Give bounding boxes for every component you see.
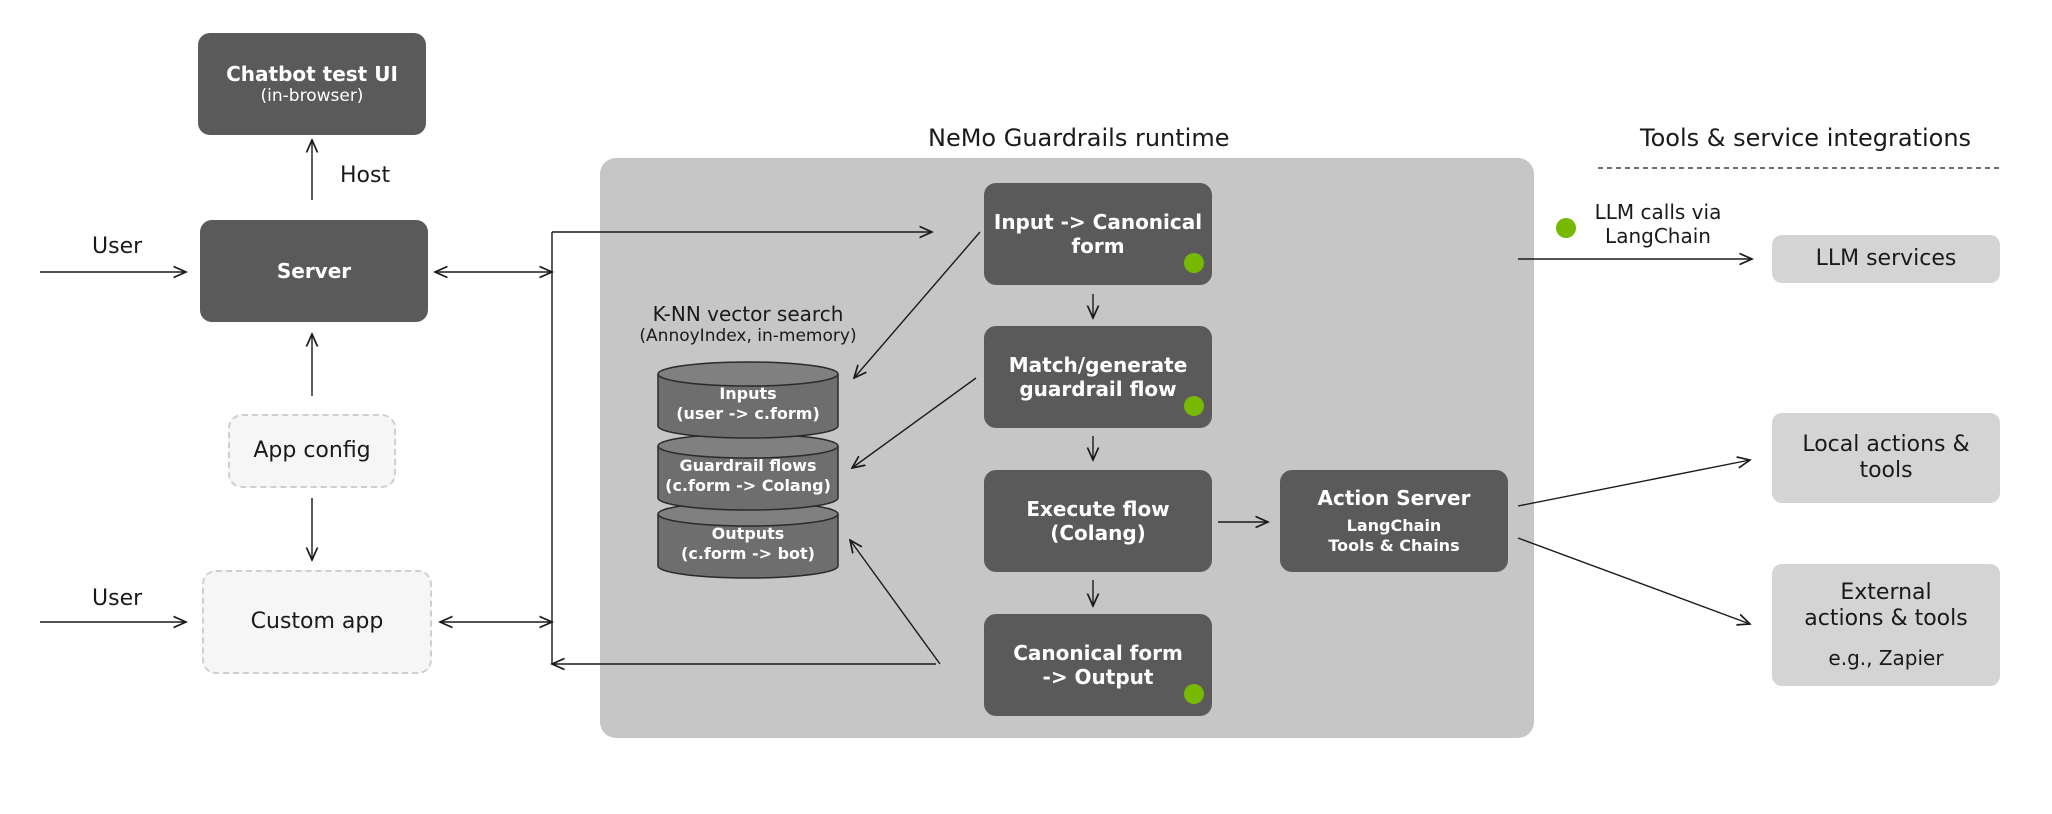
- step4-line2: -> Output: [1042, 665, 1154, 689]
- green-dot-icon: [1184, 253, 1204, 273]
- db-outputs-line1: Outputs: [711, 524, 785, 543]
- step2-line2: guardrail flow: [1019, 377, 1177, 401]
- action-server-line1: LangChain: [1346, 516, 1442, 535]
- step3-line1: Execute flow: [1026, 497, 1170, 521]
- user-label-top: User: [92, 234, 143, 259]
- app-config-label: App config: [253, 438, 371, 463]
- knn-subtitle-text: (AnnoyIndex, in-memory): [639, 326, 857, 346]
- db-outputs-label: Outputs (c.form -> bot): [658, 524, 838, 564]
- knn-title: K-NN vector search (AnnoyIndex, in-memor…: [600, 302, 896, 347]
- llm-services-box: LLM services: [1772, 235, 2000, 283]
- app-config-box: App config: [228, 414, 396, 488]
- tools-title: Tools & service integrations: [1640, 124, 1972, 152]
- custom-app-box: Custom app: [202, 570, 432, 674]
- external-line1: External: [1840, 580, 1932, 605]
- green-dot-icon: [1184, 396, 1204, 416]
- llm-calls-label: LLM calls via LangChain: [1578, 200, 1738, 248]
- llm-calls-line2: LangChain: [1605, 224, 1711, 248]
- action-server-title: Action Server: [1317, 486, 1471, 510]
- action-server-line2: Tools & Chains: [1328, 536, 1460, 555]
- llm-services-label: LLM services: [1815, 246, 1957, 271]
- step-match-generate: Match/generate guardrail flow: [984, 326, 1212, 428]
- local-line2: tools: [1859, 458, 1913, 483]
- step1-line2: form: [1071, 234, 1125, 258]
- custom-app-label: Custom app: [250, 609, 384, 634]
- step3-line2: (Colang): [1050, 521, 1146, 545]
- db-inputs-line1: Inputs: [719, 384, 777, 403]
- external-line2: actions & tools: [1804, 606, 1968, 631]
- llm-calls-line1: LLM calls via: [1594, 200, 1722, 224]
- db-inputs-line2: (user -> c.form): [676, 404, 820, 423]
- db-flows-line2: (c.form -> Colang): [665, 476, 831, 495]
- chatbot-test-ui-box: Chatbot test UI (in-browser): [198, 33, 426, 135]
- server-label: Server: [276, 259, 352, 283]
- user-label-bottom: User: [92, 586, 143, 611]
- chatbot-subtitle: (in-browser): [260, 85, 364, 106]
- local-actions-box: Local actions & tools: [1772, 413, 2000, 503]
- step-input-canonical: Input -> Canonical form: [984, 183, 1212, 285]
- runtime-title: NeMo Guardrails runtime: [928, 124, 1230, 152]
- step-canonical-output: Canonical form -> Output: [984, 614, 1212, 716]
- external-line3: e.g., Zapier: [1828, 646, 1944, 670]
- step2-line1: Match/generate: [1008, 353, 1188, 377]
- server-box: Server: [200, 220, 428, 322]
- db-flows-line1: Guardrail flows: [679, 456, 817, 475]
- knn-title-text: K-NN vector search: [652, 302, 844, 326]
- local-line1: Local actions &: [1802, 432, 1970, 457]
- external-actions-box: External actions & tools e.g., Zapier: [1772, 564, 2000, 686]
- green-dot-icon: [1184, 684, 1204, 704]
- step-execute-flow: Execute flow (Colang): [984, 470, 1212, 572]
- green-dot-icon: [1556, 218, 1576, 238]
- step4-line1: Canonical form: [1013, 641, 1183, 665]
- vector-db-stack: [657, 361, 839, 579]
- db-guardrail-flows-label: Guardrail flows (c.form -> Colang): [658, 456, 838, 496]
- db-inputs-label: Inputs (user -> c.form): [658, 384, 838, 424]
- step1-line1: Input -> Canonical: [993, 210, 1203, 234]
- chatbot-title: Chatbot test UI: [226, 61, 398, 86]
- db-outputs-line2: (c.form -> bot): [681, 544, 815, 563]
- action-server-box: Action Server LangChain Tools & Chains: [1280, 470, 1508, 572]
- host-label: Host: [340, 163, 391, 188]
